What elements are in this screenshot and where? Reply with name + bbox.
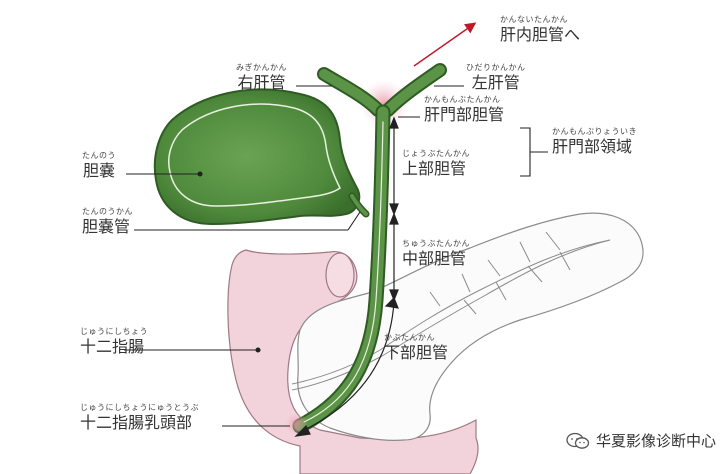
watermark-text: 华夏影像诊断中心 — [596, 432, 717, 450]
label-upper-duct: じょうぶたんかん 上部胆管 — [402, 149, 470, 178]
wechat-icon — [566, 432, 590, 449]
leader-lines — [124, 85, 548, 427]
watermark: 华夏影像诊断中心 — [566, 430, 716, 451]
label-left-hepatic: ひだりかんかん 左肝管 — [466, 63, 526, 92]
pancreatic-duct — [291, 231, 611, 391]
label-hilar-duct: かんもんぶたんかん 肝門部胆管 — [424, 95, 505, 124]
label-hilar-region: かんもんぶりょういき 肝門部領域 — [552, 127, 637, 156]
label-papilla: じゅうにしちょうにゅうとうぶ 十二指腸乳頭部 — [80, 403, 199, 432]
hepatic-ducts — [317, 63, 447, 117]
pancreas-shape — [297, 212, 644, 441]
label-gallbladder: たんのう 胆嚢 — [82, 151, 116, 180]
duodenum-opening — [325, 252, 355, 298]
label-cystic-duct: たんのうかん 胆嚢管 — [82, 207, 133, 236]
segment-arrows — [294, 116, 399, 437]
hilar-glow — [360, 80, 408, 128]
label-middle-duct: ちゅうぶたんかん 中部胆管 — [402, 239, 470, 268]
label-lower-duct: かぶたんかん 下部胆管 — [384, 333, 449, 362]
common-bile-duct — [292, 104, 391, 434]
label-right-hepatic: みぎかんかん 右肝管 — [236, 63, 287, 92]
label-duodenum: じゅうにしちょう 十二指腸 — [80, 327, 148, 356]
gallbladder-lumen — [168, 103, 341, 207]
gallbladder-shape — [153, 88, 361, 226]
intrahepatic-arrow — [413, 22, 477, 67]
label-intrahepatic: かんないたんかん 肝内胆管へ — [500, 15, 581, 44]
